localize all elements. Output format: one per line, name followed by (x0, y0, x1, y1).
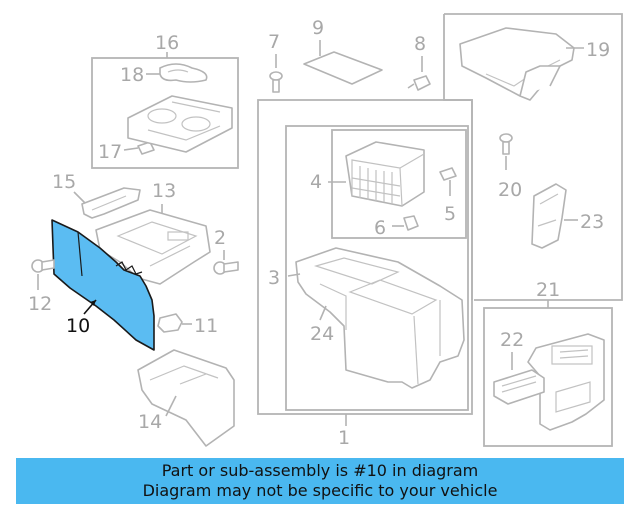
callout-1[interactable]: 1 (338, 427, 350, 449)
info-caption-banner: Part or sub-assembly is #10 in diagram D… (16, 458, 624, 504)
part-19-armrest-lid[interactable] (459, 27, 575, 101)
part-14-lower-panel[interactable] (137, 349, 235, 447)
caption-line-1: Part or sub-assembly is #10 in diagram (161, 461, 479, 480)
part-6-clip[interactable] (403, 215, 419, 231)
part-10-side-panel-highlighted[interactable] (51, 219, 155, 351)
leader-3 (287, 273, 301, 277)
callout-9[interactable]: 9 (312, 17, 324, 39)
group-box-16 (91, 52, 239, 169)
part-2-screw[interactable] (213, 261, 239, 275)
callout-5[interactable]: 5 (444, 203, 456, 225)
part-12-screw[interactable] (31, 259, 55, 273)
part-22-vent[interactable] (493, 369, 545, 405)
part-18-cupholder-insert[interactable] (159, 63, 208, 83)
callout-23[interactable]: 23 (580, 211, 604, 233)
part-17-clip[interactable] (137, 141, 155, 155)
group-box-21 (483, 300, 613, 447)
part-15-bracket[interactable] (81, 187, 141, 219)
callout-4[interactable]: 4 (310, 171, 322, 193)
callout-21[interactable]: 21 (536, 279, 560, 301)
callout-24[interactable]: 24 (310, 323, 334, 345)
part-20-screw[interactable] (499, 133, 513, 155)
frame-console-1 (257, 99, 473, 426)
callout-13[interactable]: 13 (152, 180, 176, 202)
callout-7[interactable]: 7 (268, 31, 280, 53)
frame-bin-4 (331, 129, 467, 239)
callout-12[interactable]: 12 (28, 293, 52, 315)
callout-10[interactable]: 10 (66, 315, 90, 337)
part-23-bracket[interactable] (531, 183, 567, 249)
callout-20[interactable]: 20 (498, 179, 522, 201)
callout-8[interactable]: 8 (414, 33, 426, 55)
callout-11[interactable]: 11 (194, 315, 218, 337)
callout-3[interactable]: 3 (268, 267, 280, 289)
frame-console-3 (285, 125, 469, 411)
part-8-fastener[interactable] (407, 75, 431, 91)
leader-10-arrow (90, 300, 96, 306)
callout-14[interactable]: 14 (138, 411, 162, 433)
part-11-clip[interactable] (157, 313, 183, 333)
leader-14 (165, 395, 177, 417)
part-4-storage-bin[interactable] (345, 141, 425, 207)
cupholder-tray (127, 95, 233, 153)
caption-line-2: Diagram may not be specific to your vehi… (142, 481, 498, 500)
part-7-screw[interactable] (269, 71, 283, 93)
part-24-console-body[interactable] (295, 247, 465, 389)
callout-22[interactable]: 22 (500, 329, 524, 351)
callout-6[interactable]: 6 (374, 217, 386, 239)
leader-24 (319, 305, 327, 321)
callout-17[interactable]: 17 (98, 141, 122, 163)
part-9-mat[interactable] (303, 51, 383, 85)
part-21-rear-panel[interactable] (527, 333, 605, 431)
callout-18[interactable]: 18 (120, 64, 144, 86)
callout-2[interactable]: 2 (214, 227, 226, 249)
part-5-clip[interactable] (439, 167, 457, 181)
callout-15[interactable]: 15 (52, 171, 76, 193)
leader-17 (123, 147, 139, 151)
callout-16[interactable]: 16 (155, 32, 179, 54)
callout-19[interactable]: 19 (586, 39, 610, 61)
